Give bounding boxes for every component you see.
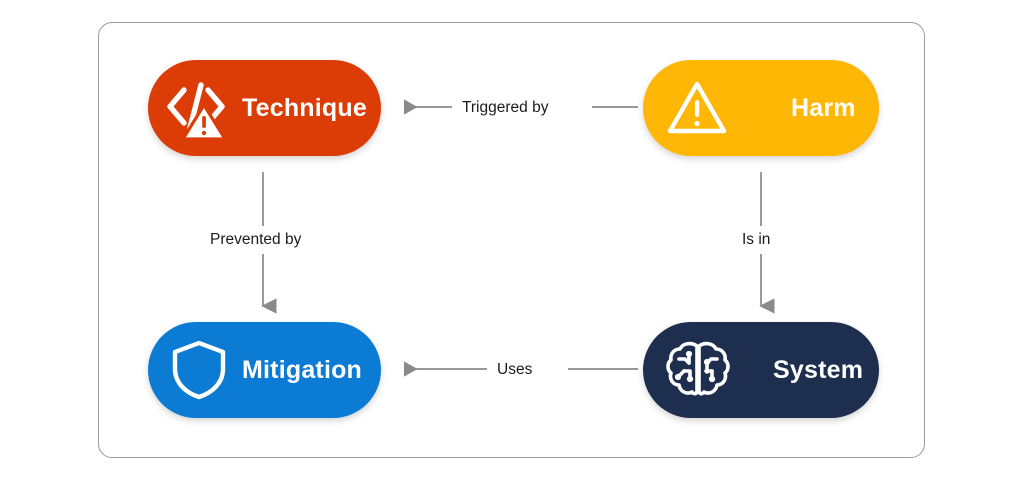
node-label-mitigation: Mitigation (242, 355, 363, 384)
node-mitigation[interactable]: Mitigation (148, 322, 381, 418)
node-label-technique: Technique (242, 93, 367, 122)
node-system[interactable]: System (643, 322, 879, 418)
node-label-system: System (773, 355, 864, 384)
node-harm[interactable]: Harm (643, 60, 879, 156)
warning-triangle-icon (665, 78, 729, 138)
brain-circuit-icon (665, 338, 731, 402)
edge-label-triggered-by: Triggered by (455, 97, 556, 119)
edge-label-uses: Uses (490, 359, 540, 381)
code-warning-icon (164, 77, 230, 139)
edge-label-prevented-by: Prevented by (203, 229, 309, 251)
node-technique[interactable]: Technique (148, 60, 381, 156)
shield-icon (170, 338, 228, 402)
edge-label-is-in: Is in (735, 229, 778, 251)
node-label-harm: Harm (791, 93, 856, 122)
